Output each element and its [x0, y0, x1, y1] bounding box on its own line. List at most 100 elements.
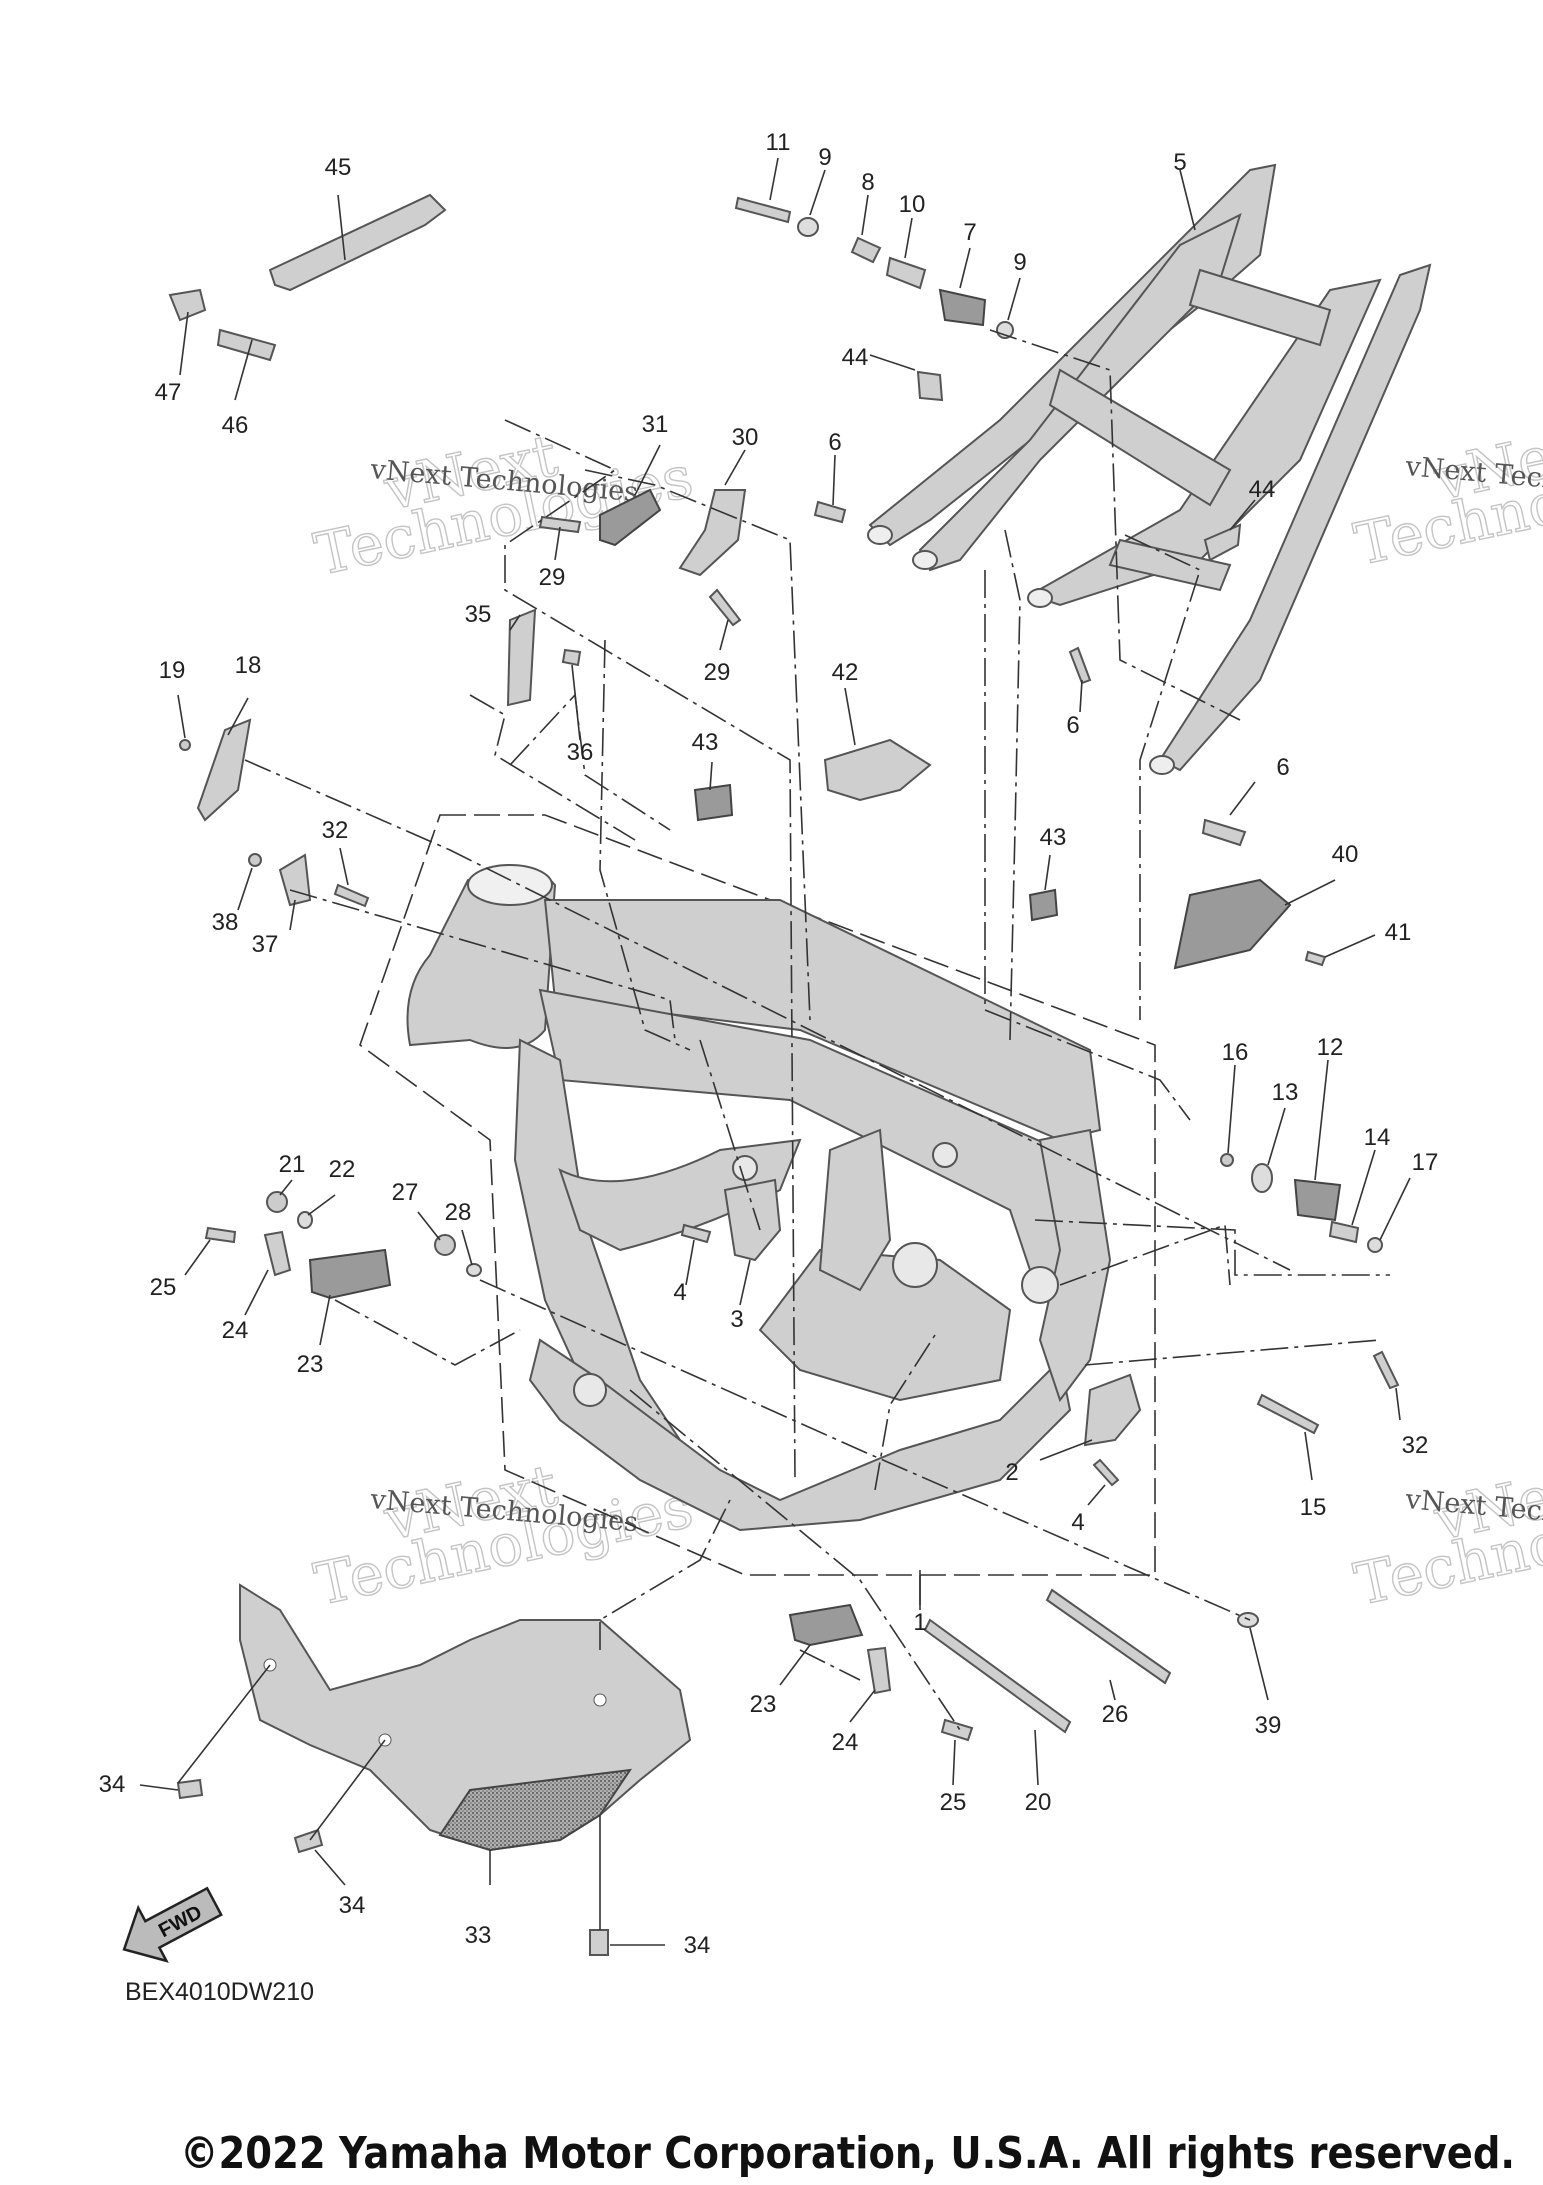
part-24-plate-2 — [866, 1646, 892, 1695]
callout-30: 30 — [732, 424, 759, 451]
callout-4-b: 4 — [1071, 1509, 1084, 1536]
callout-28: 28 — [445, 1199, 472, 1226]
part-44-clip-2 — [1203, 523, 1242, 562]
callout-21: 21 — [279, 1151, 306, 1178]
callout-45: 45 — [325, 154, 352, 181]
callout-35: 35 — [465, 601, 492, 628]
rear-subframe — [867, 163, 1432, 775]
part-35-strap — [506, 608, 537, 707]
part-4-bolt-2 — [1092, 1458, 1120, 1487]
part-34-bolt-2 — [293, 1828, 324, 1854]
part-12-bushing — [1293, 1178, 1342, 1222]
part-6-bolt-2 — [1068, 646, 1092, 685]
callout-5: 5 — [1173, 149, 1186, 176]
callout-3: 3 — [730, 1306, 743, 1333]
part-37-clamp — [278, 853, 312, 907]
part-23-bracket — [308, 1248, 392, 1300]
callout-9-b: 9 — [1013, 249, 1026, 276]
callout-24: 24 — [222, 1317, 249, 1344]
part-32-bolt — [333, 883, 370, 908]
part-25-bolt-2 — [940, 1718, 974, 1742]
callout-47: 47 — [155, 379, 182, 406]
callout-22: 22 — [329, 1156, 356, 1183]
callout-44: 44 — [842, 344, 869, 371]
callout-25-b: 25 — [940, 1789, 967, 1816]
callout-37: 37 — [252, 931, 279, 958]
part-34-bolt-3 — [589, 1929, 609, 1956]
callout-8: 8 — [861, 169, 874, 196]
callout-23: 23 — [297, 1351, 324, 1378]
part-40-guard — [1173, 878, 1292, 970]
part-2-bracket — [1083, 1373, 1142, 1447]
part-16-nut — [1220, 1153, 1234, 1167]
part-18-plate — [196, 718, 252, 822]
part-34-bolt — [176, 1778, 204, 1800]
callout-33: 33 — [465, 1922, 492, 1949]
part-38-grommet — [248, 853, 262, 867]
part-14-collar — [1328, 1220, 1360, 1244]
part-6-bolt-3 — [1201, 818, 1247, 847]
part-13-washer — [1251, 1163, 1273, 1193]
part-10-collar — [885, 256, 927, 290]
part-25-bolt — [204, 1226, 237, 1244]
callout-38: 38 — [212, 909, 239, 936]
callout-7: 7 — [963, 219, 976, 246]
callout-44-b: 44 — [1249, 476, 1276, 503]
part-44-clip — [916, 370, 944, 402]
callout-40: 40 — [1332, 841, 1359, 868]
callout-43: 43 — [692, 729, 719, 756]
main-frame-group-outline — [359, 814, 1156, 1576]
callout-27: 27 — [392, 1179, 419, 1206]
part-8-collar — [850, 236, 882, 264]
part-32-bolt-2 — [1372, 1350, 1400, 1390]
callout-32: 32 — [322, 817, 349, 844]
part-26-bolt — [1045, 1588, 1172, 1685]
part-41-screw — [1304, 950, 1327, 967]
callout-11: 11 — [766, 129, 791, 156]
callout-25: 25 — [150, 1274, 177, 1301]
fwd-arrow-icon: FWD — [122, 1886, 223, 1963]
part-24-plate — [263, 1230, 292, 1277]
part-4-bolt — [680, 1223, 712, 1244]
callout-16: 16 — [1222, 1039, 1249, 1066]
callout-14: 14 — [1364, 1124, 1391, 1151]
callout-9: 9 — [818, 144, 831, 171]
callout-15: 15 — [1300, 1494, 1327, 1521]
part-17-washer — [1367, 1237, 1383, 1253]
callout-29: 29 — [539, 564, 566, 591]
part-11-bolt — [734, 196, 792, 224]
callout-31: 31 — [642, 411, 669, 438]
callout-18: 18 — [235, 652, 262, 679]
callout-26: 26 — [1102, 1701, 1129, 1728]
callout-43-b: 43 — [1040, 824, 1067, 851]
part-43-clamp-2 — [1028, 888, 1059, 922]
callout-13: 13 — [1272, 1079, 1299, 1106]
callout-2: 2 — [1005, 1459, 1018, 1486]
part-7-bushing — [938, 288, 987, 327]
callout-23-b: 23 — [750, 1691, 777, 1718]
watermark-top-right: vNext Technologies vNext Technologies — [1348, 410, 1543, 579]
watermark-bottom-right: vNext Technologies vNext Technologies — [1348, 1450, 1543, 1619]
callout-labels: 1 2 3 4 4 5 6 6 6 7 8 9 9 10 11 12 13 14… — [99, 129, 1439, 1959]
callout-1: 1 — [913, 1609, 926, 1636]
part-45-link — [268, 193, 447, 292]
callout-6-b: 6 — [1066, 712, 1079, 739]
skid-plate — [239, 1583, 692, 1852]
diagram-code: BEX4010DW210 — [125, 1978, 314, 2006]
callout-4: 4 — [673, 1279, 686, 1306]
part-43-clamp — [693, 783, 734, 822]
part-23-bracket-2 — [788, 1603, 864, 1647]
part-29-bolt — [538, 515, 582, 534]
callout-34-b: 34 — [339, 1892, 366, 1919]
callout-41: 41 — [1385, 919, 1412, 946]
part-6-bolt — [813, 500, 847, 524]
part-19-screw — [179, 739, 191, 751]
part-36-pin — [561, 648, 582, 667]
callout-34: 34 — [99, 1771, 126, 1798]
callout-24-b: 24 — [832, 1729, 859, 1756]
part-31-bracket — [599, 488, 662, 547]
callout-39: 39 — [1255, 1712, 1282, 1739]
callout-20: 20 — [1025, 1789, 1052, 1816]
callout-6: 6 — [828, 429, 841, 456]
